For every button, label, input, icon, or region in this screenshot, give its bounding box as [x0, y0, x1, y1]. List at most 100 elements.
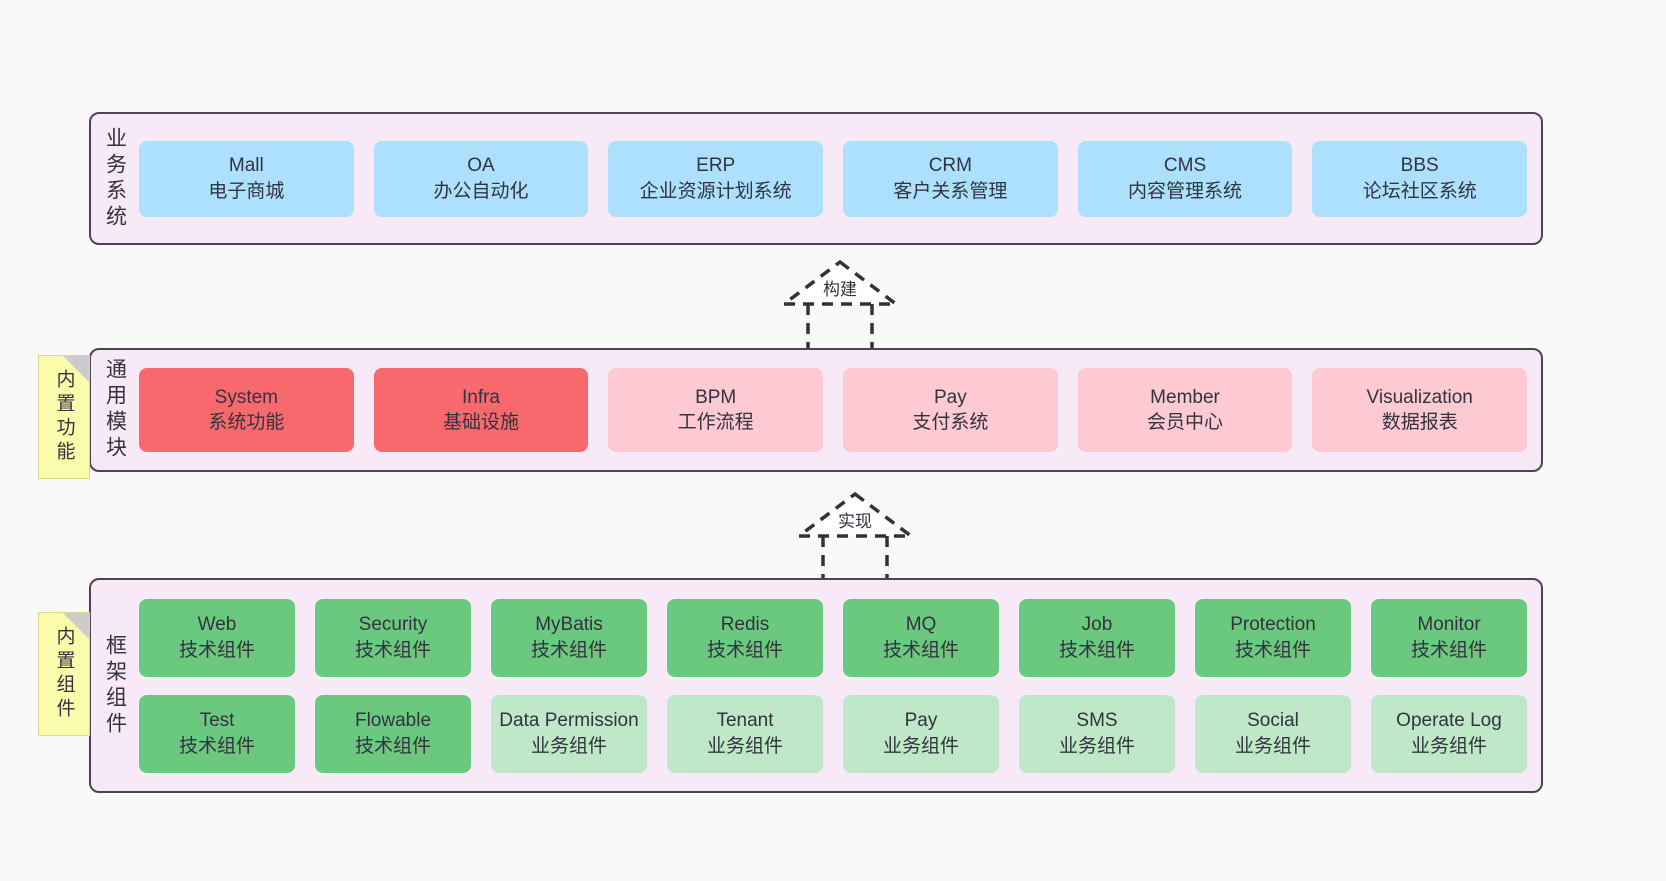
layer-title-business-system: 业务系统 [103, 126, 127, 231]
layer-title-common-module: 通用模块 [103, 358, 127, 462]
node-label-cn: 内容管理系统 [1128, 180, 1243, 202]
note-builtin-component: 内置组件 [38, 612, 90, 736]
node-pay-module[interactable]: Pay 支付系统 [843, 368, 1058, 452]
node-label-cn: 支付系统 [912, 412, 989, 433]
node-label-en: Redis [720, 614, 770, 636]
node-test[interactable]: Test 技术组件 [139, 694, 295, 773]
node-label-cn: 会员中心 [1147, 412, 1224, 433]
node-label-cn: 办公自动化 [433, 180, 529, 202]
node-visualization[interactable]: Visualization 数据报表 [1312, 368, 1528, 452]
node-label-cn: 论坛社区系统 [1362, 180, 1477, 202]
node-mybatis[interactable]: MyBatis 技术组件 [491, 598, 647, 677]
node-job[interactable]: Job 技术组件 [1019, 598, 1175, 677]
node-label-cn: 业务组件 [1058, 735, 1135, 757]
node-label-cn: 技术组件 [354, 735, 431, 757]
node-label-cn: 基础设施 [443, 412, 520, 433]
node-row: Mall 电子商城 OA 办公自动化 ERP 企业资源计划系统 CRM 客户关系… [139, 140, 1528, 217]
node-flowable[interactable]: Flowable 技术组件 [315, 694, 471, 773]
note-label: 内置功能 [53, 369, 75, 465]
node-label-en: BPM [695, 386, 737, 408]
connector-label-implement: 实现 [838, 512, 872, 531]
node-label-cn: 电子商城 [208, 180, 285, 202]
node-row: Web 技术组件 Security 技术组件 MyBatis 技术组件 Redi… [139, 598, 1527, 677]
node-label-en: CMS [1163, 155, 1207, 177]
node-label-cn: 工作流程 [677, 412, 754, 433]
node-label-en: Security [358, 614, 428, 636]
node-label-en: Test [199, 710, 235, 732]
node-label-cn: 业务组件 [1234, 735, 1311, 757]
node-label-en: System [214, 386, 279, 408]
node-bbs[interactable]: BBS 论坛社区系统 [1312, 140, 1528, 217]
layer-body-common-module: System 系统功能 Infra 基础设施 BPM 工作流程 Pay 支付系统… [139, 350, 1541, 470]
node-monitor[interactable]: Monitor 技术组件 [1371, 598, 1527, 677]
node-data-permission[interactable]: Data Permission 业务组件 [491, 694, 647, 773]
connector-implement: 实现 [775, 490, 935, 586]
node-label-en: Web [197, 614, 237, 636]
node-label-cn: 业务组件 [530, 735, 607, 757]
node-label-en: Infra [461, 386, 501, 408]
node-label-cn: 技术组件 [706, 639, 783, 661]
node-system[interactable]: System 系统功能 [139, 368, 354, 452]
node-label-en: Flowable [354, 710, 432, 732]
node-label-en: OA [467, 155, 495, 177]
note-label: 内置组件 [53, 626, 75, 722]
node-operate-log[interactable]: Operate Log 业务组件 [1371, 694, 1527, 773]
node-label-en: SMS [1076, 710, 1118, 732]
node-label-en: Data Permission [499, 710, 639, 732]
node-oa[interactable]: OA 办公自动化 [373, 140, 589, 217]
node-label-cn: 业务组件 [1410, 735, 1487, 757]
node-web[interactable]: Web 技术组件 [139, 598, 295, 677]
node-mq[interactable]: MQ 技术组件 [843, 598, 999, 677]
connector-label-build: 构建 [823, 280, 857, 299]
node-label-cn: 客户关系管理 [893, 180, 1008, 202]
node-label-en: ERP [696, 155, 736, 177]
node-label-cn: 业务组件 [882, 735, 959, 757]
node-label-en: BBS [1400, 155, 1439, 177]
arrowhead-triangle-icon [778, 259, 902, 306]
node-label-cn: 数据报表 [1381, 412, 1458, 433]
node-label-en: Operate Log [1396, 710, 1502, 732]
node-label-cn: 技术组件 [178, 735, 255, 757]
node-member[interactable]: Member 会员中心 [1077, 368, 1293, 452]
layer-business-system: 业务系统 Mall 电子商城 OA 办公自动化 ERP 企业资源计划系统 CRM… [89, 112, 1543, 245]
node-label-en: Social [1247, 710, 1299, 732]
layer-framework-component: 框架组件 Web 技术组件 Security 技术组件 MyBatis 技术组件… [89, 578, 1543, 793]
arrow-shaft-icon [806, 304, 874, 354]
node-pay-component[interactable]: Pay 业务组件 [843, 694, 999, 773]
note-builtin-function: 内置功能 [38, 355, 90, 479]
node-label-cn: 系统功能 [208, 412, 285, 433]
node-redis[interactable]: Redis 技术组件 [667, 598, 823, 677]
node-label-en: Member [1150, 386, 1220, 408]
node-label-cn: 技术组件 [1234, 639, 1311, 661]
node-label-en: Protection [1230, 614, 1316, 636]
node-label-en: Monitor [1417, 614, 1481, 636]
node-security[interactable]: Security 技术组件 [315, 598, 471, 677]
node-label-en: CRM [928, 155, 972, 177]
layer-body-framework-component: Web 技术组件 Security 技术组件 MyBatis 技术组件 Redi… [139, 580, 1541, 791]
node-sms[interactable]: SMS 业务组件 [1019, 694, 1175, 773]
node-label-cn: 技术组件 [1410, 639, 1487, 661]
node-mall[interactable]: Mall 电子商城 [139, 140, 354, 217]
node-protection[interactable]: Protection 技术组件 [1195, 598, 1351, 677]
node-crm[interactable]: CRM 客户关系管理 [843, 140, 1058, 217]
node-tenant[interactable]: Tenant 业务组件 [667, 694, 823, 773]
node-label-cn: 技术组件 [882, 639, 959, 661]
node-infra[interactable]: Infra 基础设施 [373, 368, 589, 452]
node-bpm[interactable]: BPM 工作流程 [608, 368, 824, 452]
node-social[interactable]: Social 业务组件 [1195, 694, 1351, 773]
node-label-en: MyBatis [535, 614, 603, 636]
node-label-en: Visualization [1366, 386, 1473, 408]
node-label-en: Job [1081, 614, 1113, 636]
node-label-en: MQ [905, 614, 937, 636]
layer-title-framework-component: 框架组件 [103, 633, 127, 738]
connector-build: 构建 [760, 258, 920, 354]
layer-common-module: 通用模块 System 系统功能 Infra 基础设施 BPM 工作流程 Pay… [89, 348, 1543, 472]
node-erp[interactable]: ERP 企业资源计划系统 [608, 140, 824, 217]
node-label-cn: 技术组件 [178, 639, 255, 661]
node-label-en: Mall [228, 155, 264, 177]
node-label-cn: 技术组件 [354, 639, 431, 661]
node-label-en: Pay [904, 710, 938, 732]
node-label-cn: 业务组件 [706, 735, 783, 757]
node-cms[interactable]: CMS 内容管理系统 [1077, 140, 1293, 217]
node-label-en: Tenant [716, 710, 774, 732]
